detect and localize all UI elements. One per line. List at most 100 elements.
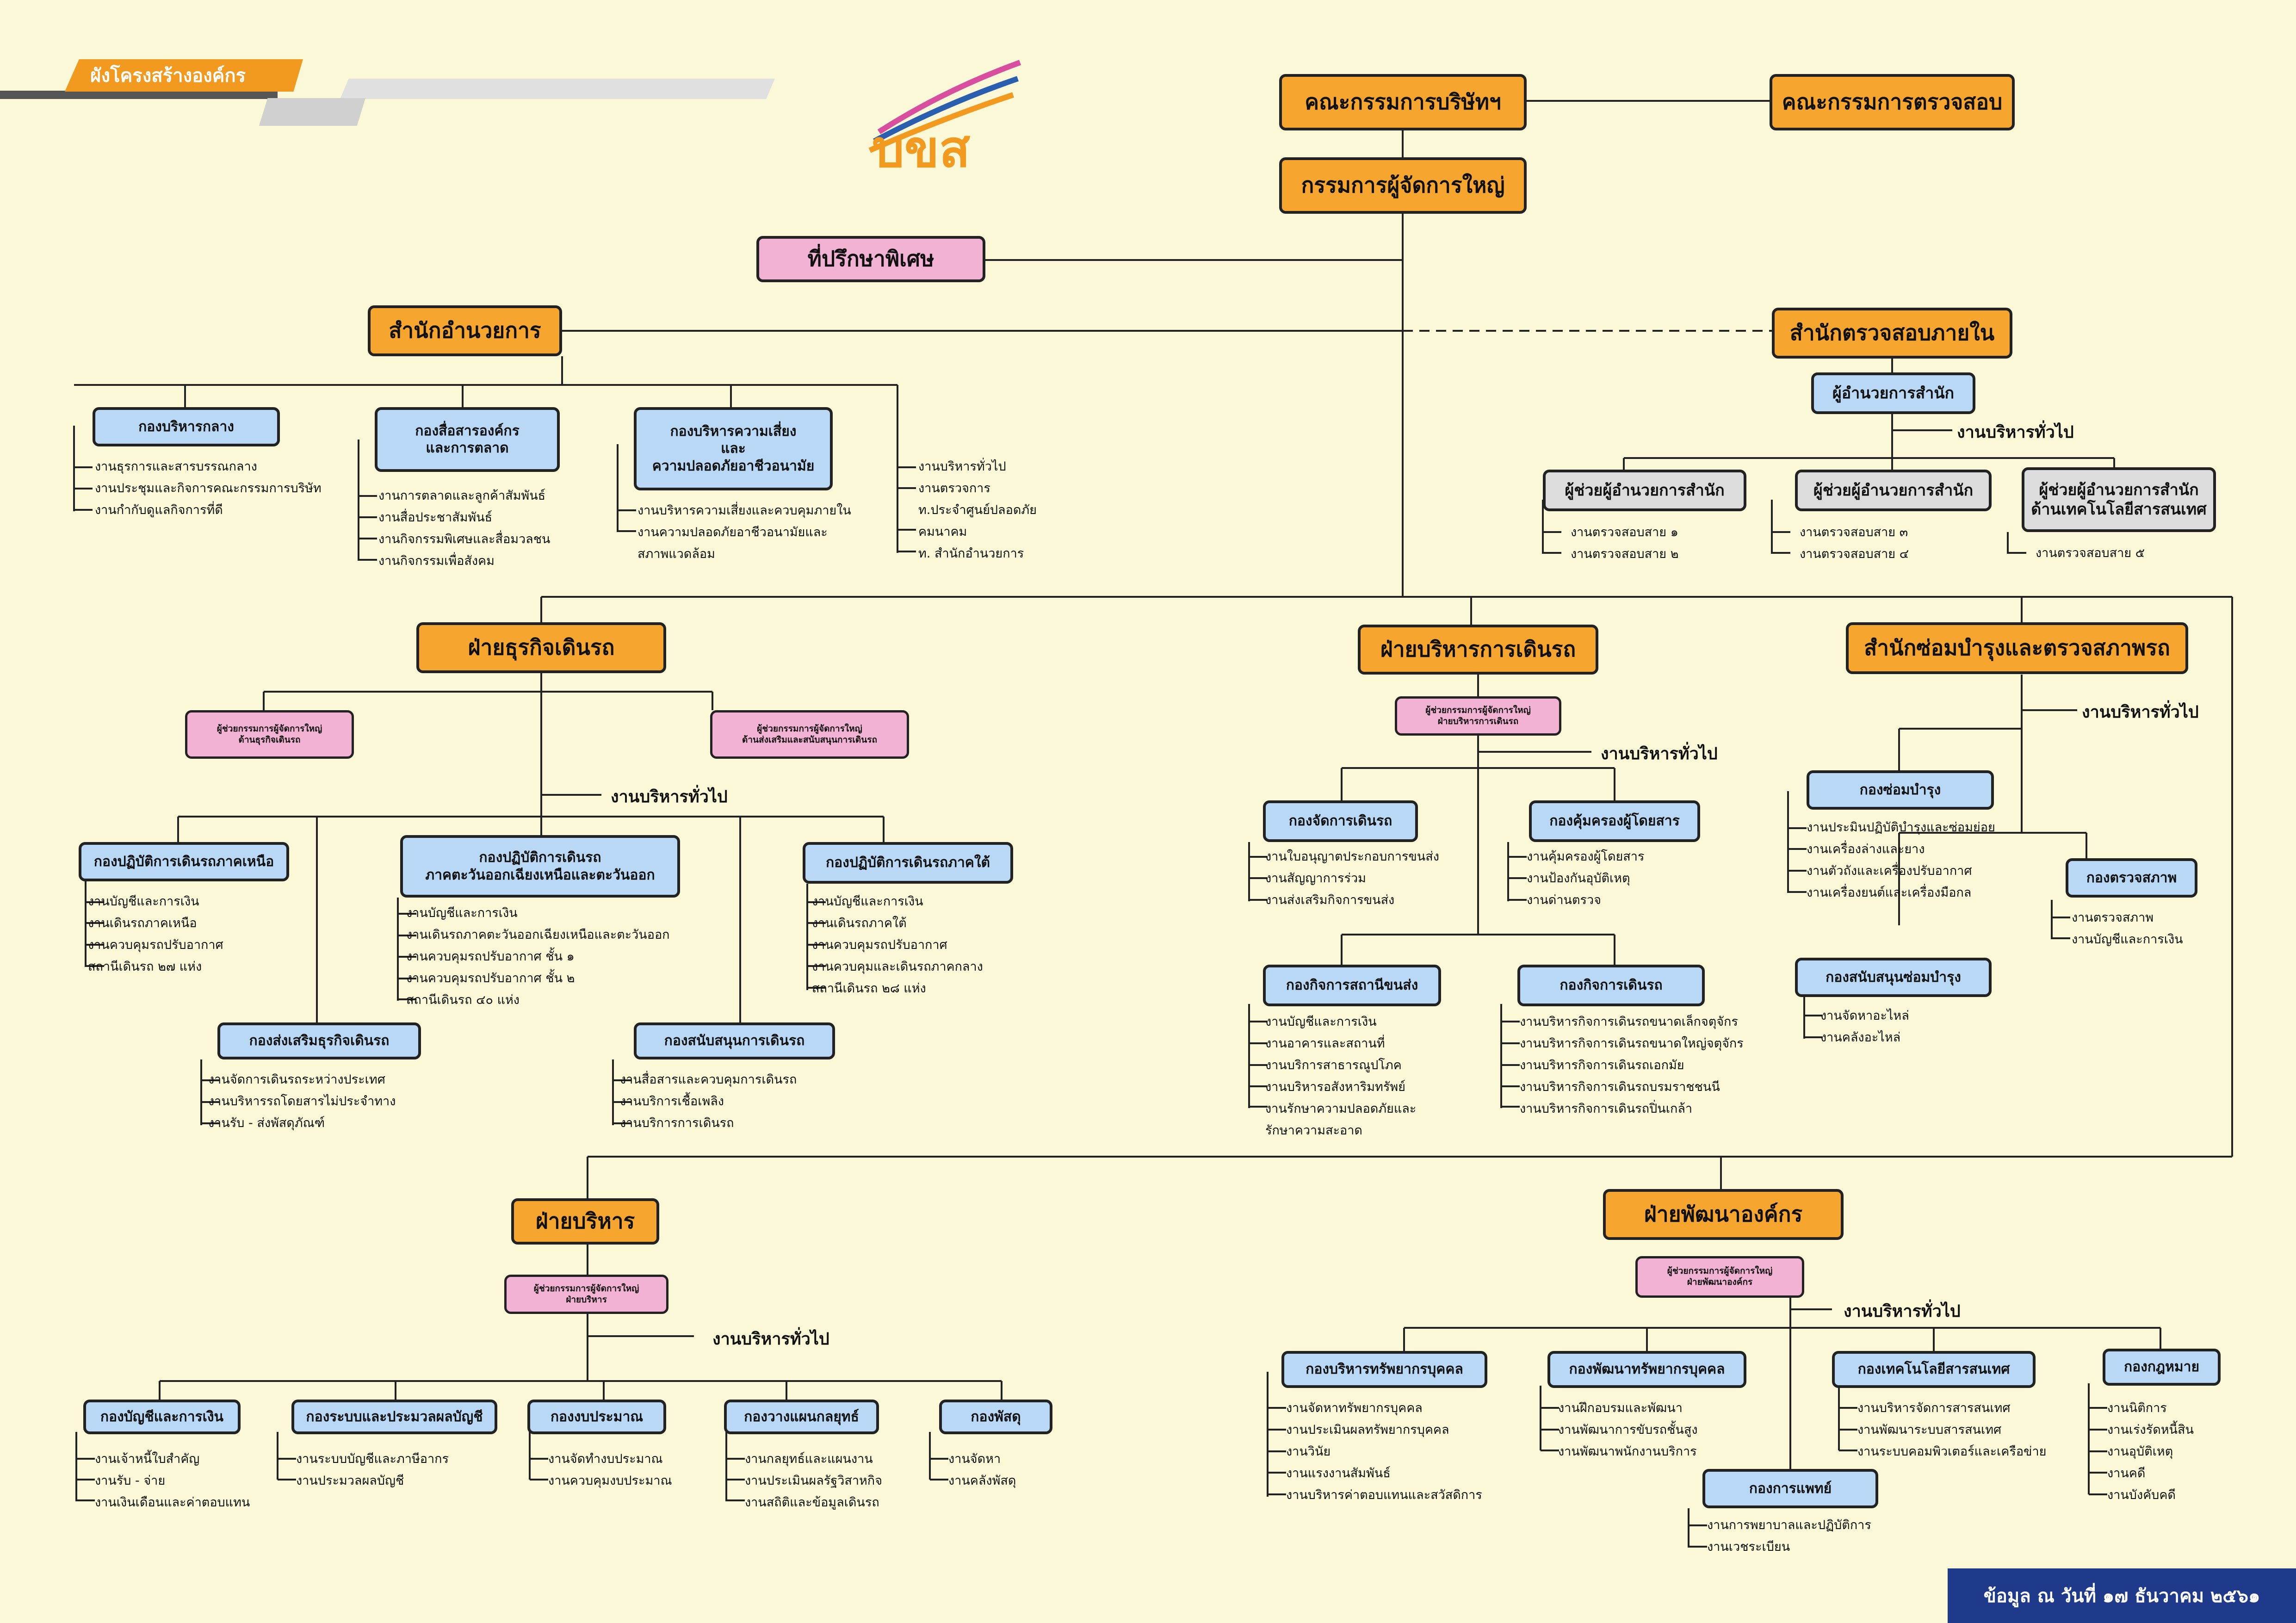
north-ops-tasks: งานบัญชีและการเงิน งานเดินรถภาคเหนือ งาน… bbox=[88, 891, 223, 978]
task-item: สถานีเดินรถ ๒๘ แห่ง bbox=[812, 981, 926, 996]
inspection-tasks: งานตรวจสภาพ งานบัญชีและการเงิน bbox=[2072, 907, 2183, 950]
inspection-division[interactable]: กองตรวจสภาพ bbox=[2066, 858, 2197, 898]
data-date-footer: ข้อมูล ณ วันที่ ๑๗ ธันวาคม ๒๕๖๑ bbox=[1948, 1568, 2296, 1623]
budget-division[interactable]: กองงบประมาณ bbox=[527, 1400, 666, 1434]
task-item: สถานีเดินรถ ๔๐ แห่ง bbox=[406, 993, 520, 1007]
hr-dev-division[interactable]: กองพัฒนาทรัพยากรบุคคล bbox=[1547, 1351, 1746, 1388]
task-item: งานตัวถังและเครื่องปรับอากาศ bbox=[1807, 864, 1972, 878]
task-item: งานเวชระเบียน bbox=[1707, 1540, 1790, 1554]
repair-division[interactable]: กองซ่อมบำรุง bbox=[1807, 770, 1994, 810]
task-item: รักษาความสะอาด bbox=[1265, 1123, 1362, 1138]
task-item: ท.ประจำศูนย์ปลอดภัย bbox=[918, 503, 1037, 517]
task-item: คมนาคม bbox=[918, 525, 967, 539]
admin-office-box[interactable]: สำนักอำนวยการ bbox=[368, 305, 562, 356]
audit-asst-it-box[interactable]: ผู้ช่วยผู้อำนวยการสำนัก ด้านเทคโนโลยีสาร… bbox=[2022, 467, 2216, 532]
bus-affairs-division[interactable]: กองกิจการเดินรถ bbox=[1517, 965, 1705, 1006]
task-item: งานบริหารกิจการเดินรถปิ่นเกล้า bbox=[1520, 1102, 1693, 1116]
task-item: งานกำกับดูแลกิจการที่ดี bbox=[95, 503, 223, 517]
audit-asst-it-tasks: งานตรวจสอบสาย ๕ bbox=[2036, 542, 2145, 564]
bus-operation-asst[interactable]: ผู้ช่วยกรรมการผู้จัดการใหญ่ ฝ่ายบริหารกา… bbox=[1395, 696, 1561, 736]
finance-division[interactable]: กองบัญชีและการเงิน bbox=[83, 1400, 241, 1434]
hr-admin-tasks: งานจัดหาทรัพยากรบุคคล งานประเมินผลทรัพยา… bbox=[1286, 1397, 1482, 1506]
route-mgmt-division[interactable]: กองจัดการเดินรถ bbox=[1263, 800, 1418, 842]
task-item: งานบริการการเดินรถ bbox=[620, 1116, 734, 1130]
risk-safety-division[interactable]: กองบริหารความเสี่ยง และ ความปลอดภัยอาชีว… bbox=[634, 407, 833, 490]
task-item: งานด่านตรวจ bbox=[1527, 893, 1601, 907]
task-item: งานประมินปฏิบัติบำรุงและซ่อมย่อย bbox=[1807, 820, 1995, 835]
task-item: งานเร่งรัดหนี้สิน bbox=[2107, 1423, 2194, 1437]
task-item: งานธุรการและสารบรรณกลาง bbox=[95, 459, 257, 474]
south-ops-division[interactable]: กองปฏิบัติการเดินรถภาคใต้ bbox=[803, 842, 1013, 884]
hr-admin-division[interactable]: กองบริหารทรัพยากรบุคคล bbox=[1281, 1351, 1487, 1388]
advisor-box[interactable]: ที่ปรึกษาพิเศษ bbox=[756, 236, 985, 282]
org-dev-asst[interactable]: ผู้ช่วยกรรมการผู้จัดการใหญ่ ฝ่ายพัฒนาองค… bbox=[1635, 1256, 1804, 1298]
passenger-protection-division[interactable]: กองคุ้มครองผู้โดยสาร bbox=[1529, 800, 1700, 842]
corp-comm-division[interactable]: กองสื่อสารองค์กร และการตลาด bbox=[375, 407, 560, 472]
strategy-division[interactable]: กองวางแผนกลยุทธ์ bbox=[724, 1400, 879, 1434]
northeast-ops-division[interactable]: กองปฏิบัติการเดินรถ ภาคตะวันออกเฉียงเหนื… bbox=[400, 835, 680, 898]
task-item: งานควบคุมรถปรับอากาศ bbox=[88, 938, 223, 952]
audit-asst-2-box[interactable]: ผู้ช่วยผู้อำนวยการสำนัก bbox=[1795, 470, 1992, 511]
bus-business-asst-2[interactable]: ผู้ช่วยกรรมการผู้จัดการใหญ่ ด้านส่งเสริม… bbox=[710, 710, 909, 759]
task-item: งานบริหารอสังหาริมทรัพย์ bbox=[1265, 1080, 1405, 1094]
south-ops-tasks: งานบัญชีและการเงิน งานเดินรถภาคใต้ งานคว… bbox=[812, 891, 983, 999]
passenger-protection-tasks: งานคุ้มครองผู้โดยสาร งานป้องกันอุบัติเหต… bbox=[1527, 846, 1644, 911]
president-box[interactable]: กรรมการผู้จัดการใหญ่ bbox=[1279, 157, 1527, 214]
task-item: งานสัญญาการร่วม bbox=[1265, 871, 1366, 886]
north-ops-division[interactable]: กองปฏิบัติการเดินรถภาคเหนือ bbox=[79, 842, 289, 881]
task-item: งานบริการเชื้อเพลิง bbox=[620, 1094, 724, 1109]
maintenance-support-division[interactable]: กองสนับสนุนซ่อมบำรุง bbox=[1795, 958, 1992, 997]
task-item: งานรักษาความปลอดภัยและ bbox=[1265, 1102, 1417, 1116]
task-item: งานเครื่องล่างและยาง bbox=[1807, 842, 1925, 856]
task-item: งานคดี bbox=[2107, 1466, 2146, 1481]
task-item: งานกิจกรรมเพื่อสังคม bbox=[378, 554, 495, 568]
board-box[interactable]: คณะกรรมการบริษัทฯ bbox=[1279, 74, 1527, 130]
supplies-division[interactable]: กองพัสดุ bbox=[939, 1400, 1052, 1434]
task-item: งานบริหารกิจการเดินรถบรมราชชนนี bbox=[1520, 1080, 1720, 1094]
task-item: งานจัดการเดินรถระหว่างประเทศ bbox=[208, 1072, 385, 1087]
administration-general-label: งานบริหารทั่วไป bbox=[712, 1330, 829, 1349]
task-item: งานรับ - ส่งพัสดุภัณฑ์ bbox=[208, 1116, 325, 1130]
task-item: งานตรวจสอบสาย ๕ bbox=[2036, 546, 2145, 560]
org-dev-dept-box[interactable]: ฝ่ายพัฒนาองค์กร bbox=[1603, 1189, 1844, 1240]
budget-tasks: งานจัดทำงบประมาณ งานควบคุมงบประมาณ bbox=[548, 1448, 672, 1492]
northeast-ops-tasks: งานบัญชีและการเงิน งานเดินรถภาคตะวันออกเ… bbox=[406, 902, 670, 1011]
route-mgmt-tasks: งานใบอนุญาตประกอบการขนส่ง งานสัญญาการร่ว… bbox=[1265, 846, 1439, 911]
task-item: งานบริหารรถโดยสารไม่ประจำทาง bbox=[208, 1094, 396, 1109]
internal-audit-box[interactable]: สำนักตรวจสอบภายใน bbox=[1772, 308, 2012, 359]
task-item: งานประชุมและกิจการคณะกรรมการบริษัท bbox=[95, 481, 322, 496]
central-admin-division[interactable]: กองบริหารกลาง bbox=[93, 407, 280, 446]
task-item: ท. สำนักอำนวยการ bbox=[918, 546, 1024, 561]
bus-business-asst-1[interactable]: ผู้ช่วยกรรมการผู้จัดการใหญ่ ด้านธุรกิจเด… bbox=[185, 710, 354, 759]
risk-safety-tasks: งานบริหารความเสี่ยงและควบคุมภายใน งานควา… bbox=[637, 500, 851, 565]
task-item: งานการพยาบาลและปฏิบัติการ bbox=[1707, 1518, 1871, 1532]
repair-tasks: งานประมินปฏิบัติบำรุงและซ่อมย่อย งานเครื… bbox=[1807, 817, 1995, 904]
bus-support-division[interactable]: กองสนับสนุนการเดินรถ bbox=[634, 1022, 835, 1059]
it-division[interactable]: กองเทคโนโลยีสารสนเทศ bbox=[1832, 1351, 2036, 1388]
administration-asst[interactable]: ผู้ช่วยกรรมการผู้จัดการใหญ่ ฝ่ายบริหาร bbox=[504, 1275, 668, 1314]
bus-business-dept-box[interactable]: ฝ่ายธุรกิจเดินรถ bbox=[416, 622, 666, 673]
audit-asst-1-box[interactable]: ผู้ช่วยผู้อำนวยการสำนัก bbox=[1543, 470, 1746, 511]
administration-dept-box[interactable]: ฝ่ายบริหาร bbox=[511, 1198, 659, 1245]
it-tasks: งานบริหารจัดการสารสนเทศ งานพัฒนาระบบสารส… bbox=[1857, 1397, 2047, 1462]
bus-operation-dept-box[interactable]: ฝ่ายบริหารการเดินรถ bbox=[1358, 625, 1598, 675]
legal-division[interactable]: กองกฎหมาย bbox=[2103, 1349, 2221, 1386]
bus-promotion-division[interactable]: กองส่งเสริมธุรกิจเดินรถ bbox=[217, 1022, 421, 1059]
task-item: งานฝึกอบรมและพัฒนา bbox=[1558, 1401, 1683, 1415]
bus-station-division[interactable]: กองกิจการสถานีขนส่ง bbox=[1263, 965, 1441, 1006]
header-decor bbox=[259, 98, 365, 126]
audit-asst-2-tasks: งานตรวจสอบสาย ๓ งานตรวจสอบสาย ๔ bbox=[1800, 521, 1909, 565]
task-item: งานประเมินผลทรัพยากรบุคคล bbox=[1286, 1423, 1449, 1437]
task-item: งานป้องกันอุบัติเหตุ bbox=[1527, 871, 1630, 886]
page-title: ผังโครงสร้างองค์กร bbox=[65, 59, 303, 92]
audit-director-box[interactable]: ผู้อำนวยการสำนัก bbox=[1811, 372, 1975, 414]
task-item: งานบริหารความเสี่ยงและควบคุมภายใน bbox=[637, 503, 851, 518]
task-item: งานตรวจสภาพ bbox=[2072, 911, 2154, 925]
accounting-system-division[interactable]: กองระบบและประมวลผลบัญชี bbox=[291, 1400, 497, 1434]
medical-division[interactable]: กองการแพทย์ bbox=[1702, 1469, 1878, 1508]
task-item: งานตรวจสอบสาย ๔ bbox=[1800, 547, 1909, 561]
task-item: งานความปลอดภัยอาชีวอนามัยและ bbox=[637, 525, 828, 539]
maintenance-office-box[interactable]: สำนักซ่อมบำรุงและตรวจสภาพรถ bbox=[1846, 622, 2188, 674]
hr-dev-tasks: งานฝึกอบรมและพัฒนา งานพัฒนาการขับรถชั้นส… bbox=[1558, 1397, 1698, 1462]
audit-committee-box[interactable]: คณะกรรมการตรวจสอบ bbox=[1770, 74, 2015, 130]
